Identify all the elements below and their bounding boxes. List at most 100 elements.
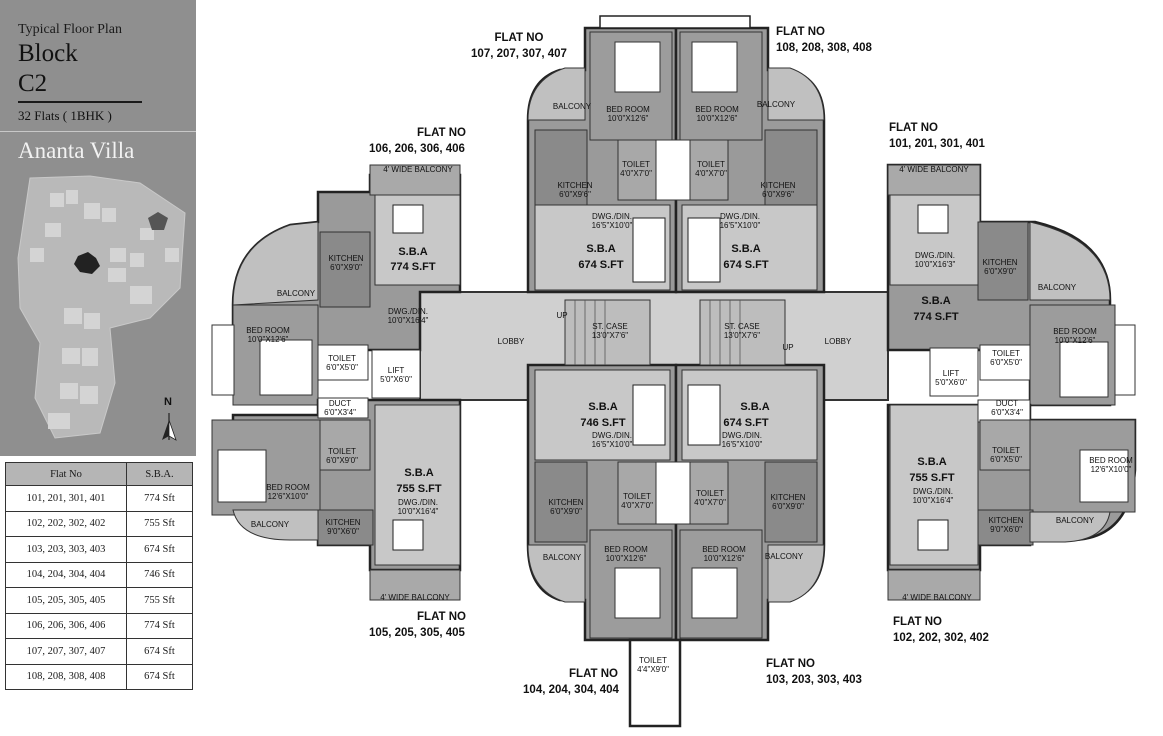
kitchen-106-label: KITCHEN [328,254,363,263]
dwg-104-label: DWG./DIN. [592,431,632,440]
kitchen-106-dim: 6'0"X9'0" [330,263,362,272]
bedroom-104-label: BED ROOM [604,545,648,554]
bedroom-102-dim: 12'6"X10'0" [1091,465,1132,474]
balcony-105-label: BALCONY [251,520,290,529]
toilet-105-label: TOILET [328,447,356,456]
sba-105-value: 755 S.FT [396,483,442,495]
up-label-right: UP [782,343,793,352]
dwg-106-label: DWG./DIN. [388,307,428,316]
flat-no-heading: FLAT NO [417,611,466,623]
flat-no-label-106: FLAT NO 106, 206, 306, 406 [362,125,472,157]
lobby-label-right: LOBBY [825,337,852,346]
flat-no-heading: FLAT NO [776,26,825,38]
toilet-107-label: TOILET [622,160,650,169]
staircase-dim-left: 13'0"X7'6" [592,331,628,340]
bedroom-103-label: BED ROOM [702,545,746,554]
cell-sba: 755 Sft [126,587,193,614]
sba-105-label: S.B.A [404,467,433,479]
sba-106-value: 774 S.FT [390,261,436,273]
flats-summary: 32 Flats ( 1BHK ) [18,108,112,123]
dwg-106-dim: 10'0"X16'4" [388,316,429,325]
flat-no-label-102: FLAT NO 102, 202, 302, 402 [893,614,1003,646]
bedroom-108-label: BED ROOM [695,105,739,114]
cell-flat-no: 103, 203, 303, 403 [5,536,127,563]
flat-no-numbers: 108, 208, 308, 408 [776,42,872,54]
project-name: Ananta Villa [18,138,135,163]
toilet-108-label: TOILET [697,160,725,169]
kitchen-102-label: KITCHEN [988,516,1023,525]
duct-left-label: DUCT [329,399,351,408]
lift-right-dim: 5'0"X6'0" [935,378,967,387]
flat-no-label-103: FLAT NO 103, 203, 303, 403 [766,656,876,688]
toilet-bottom-dim: 4'4"X9'0" [637,665,669,674]
duct-right-label: DUCT [996,399,1018,408]
kitchen-104-dim: 6'0"X9'0" [550,507,582,516]
kitchen-105-dim: 9'0"X6'0" [327,527,359,536]
key-plan-map [17,175,186,441]
balcony-101-label: BALCONY [1038,283,1077,292]
sba-108-label: S.B.A [731,243,760,255]
cell-flat-no: 107, 207, 307, 407 [5,638,127,665]
cell-flat-no: 104, 204, 304, 404 [5,561,127,588]
staircase-label-left: ST. CASE [592,322,628,331]
duct-right-dim: 6'0"X3'4" [991,408,1023,417]
bedroom-101-label: BED ROOM [1053,327,1097,336]
balcony-102-label: BALCONY [1056,516,1095,525]
bedroom-102-label: BED ROOM [1089,456,1133,465]
flat-no-numbers: 103, 203, 303, 403 [766,674,862,686]
sba-104-label: S.B.A [588,401,617,413]
flat-no-label-104: FLAT NO 104, 204, 304, 404 [516,666,626,698]
bedroom-108-dim: 10'0"X12'6" [697,114,738,123]
up-label-left: UP [556,311,567,320]
cell-sba: 746 Sft [126,561,193,588]
flat-no-label-107: FLAT NO 107, 207, 307, 407 [466,30,572,62]
toilet-101-label: TOILET [992,349,1020,358]
table-header-row: Flat No S.B.A. [5,462,193,486]
dwg-105-dim: 10'0"X16'4" [398,507,439,516]
sba-107-value: 674 S.FT [578,259,624,271]
dwg-102-label: DWG./DIN. [913,487,953,496]
balcony-103-label: BALCONY [765,552,804,561]
toilet-103-dim: 4'0"X7'0" [694,498,726,507]
lift-left-label: LIFT [388,366,405,375]
bedroom-106-dim: 10'0"X12'6" [248,335,289,344]
cell-sba: 674 Sft [126,638,193,665]
flat-no-numbers: 101, 201, 301, 401 [889,138,985,150]
sba-101-value: 774 S.FT [913,311,959,323]
toilet-102-label: TOILET [992,446,1020,455]
cell-flat-no: 102, 202, 302, 402 [5,510,127,537]
cell-flat-no: 106, 206, 306, 406 [5,612,127,639]
toilet-106-dim: 6'0"X5'0" [326,363,358,372]
flat-no-numbers: 102, 202, 302, 402 [893,632,989,644]
flat-no-numbers: 107, 207, 307, 407 [471,48,567,60]
dwg-101-dim: 10'0"X16'3" [915,260,956,269]
toilet-108-dim: 4'0"X7'0" [695,169,727,178]
kitchen-103-label: KITCHEN [770,493,805,502]
lobby-label-left: LOBBY [498,337,525,346]
wide-balcony-105-label: 4' WIDE BALCONY [380,593,450,602]
toilet-107-dim: 4'0"X7'0" [620,169,652,178]
toilet-105-dim: 6'0"X9'0" [326,456,358,465]
dwg-104-dim: 16'5"X10'0" [592,440,633,449]
kitchen-105-label: KITCHEN [325,518,360,527]
block-code: C2 [18,70,48,97]
sba-103-value: 674 S.FT [723,417,769,429]
flat-no-label-105: FLAT NO 105, 205, 305, 405 [362,609,472,641]
dwg-105-label: DWG./DIN. [398,498,438,507]
sba-108-value: 674 S.FT [723,259,769,271]
sba-102-value: 755 S.FT [909,472,955,484]
bedroom-105-label: BED ROOM [266,483,310,492]
flat-no-heading: FLAT NO [569,668,618,680]
wide-balcony-106-label: 4' WIDE BALCONY [383,165,453,174]
kitchen-108-dim: 6'0"X9'6" [762,190,794,199]
staircase-dim-right: 13'0"X7'6" [724,331,760,340]
bedroom-103-dim: 10'0"X12'6" [704,554,745,563]
floor-plan: LOBBY LOBBY ST. CASE 13'0"X7'6" ST. CASE… [211,15,1137,728]
